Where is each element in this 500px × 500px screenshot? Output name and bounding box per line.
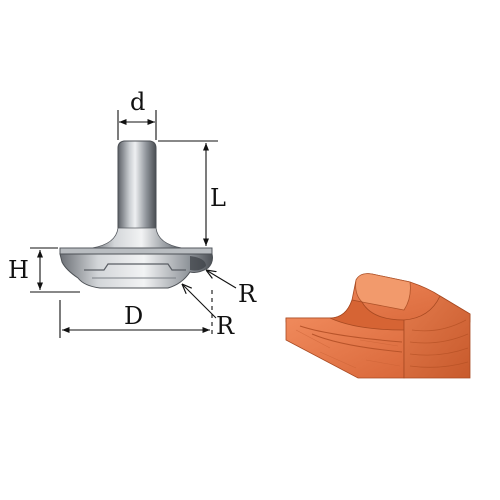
label-R-upper: R <box>238 280 257 308</box>
dimension-lines <box>30 110 237 338</box>
label-L: L <box>210 184 226 212</box>
shank <box>117 140 157 239</box>
label-H: H <box>8 256 29 284</box>
label-R-lower: R <box>216 312 235 340</box>
dimension-labels: d L H D R R <box>8 88 257 340</box>
label-d: d <box>130 88 145 116</box>
cutter-profile-detail <box>84 263 186 271</box>
R-lower-leader <box>182 284 217 319</box>
shank-fillet <box>91 227 183 249</box>
wood-end-face <box>403 295 471 379</box>
cutter-edge-shadow <box>190 256 206 271</box>
head-plate <box>59 247 213 255</box>
router-bit-drawing <box>59 140 213 289</box>
wood-front-face <box>285 317 405 379</box>
wood-step-lines <box>299 325 403 353</box>
R-upper-leader <box>206 270 237 289</box>
label-D: D <box>124 302 143 330</box>
wood-end-grain <box>409 319 469 368</box>
wood-face-grain <box>295 329 401 369</box>
cutter-head <box>59 253 213 289</box>
wood-ridge <box>355 273 411 311</box>
wood-profile-drawing <box>285 273 471 379</box>
